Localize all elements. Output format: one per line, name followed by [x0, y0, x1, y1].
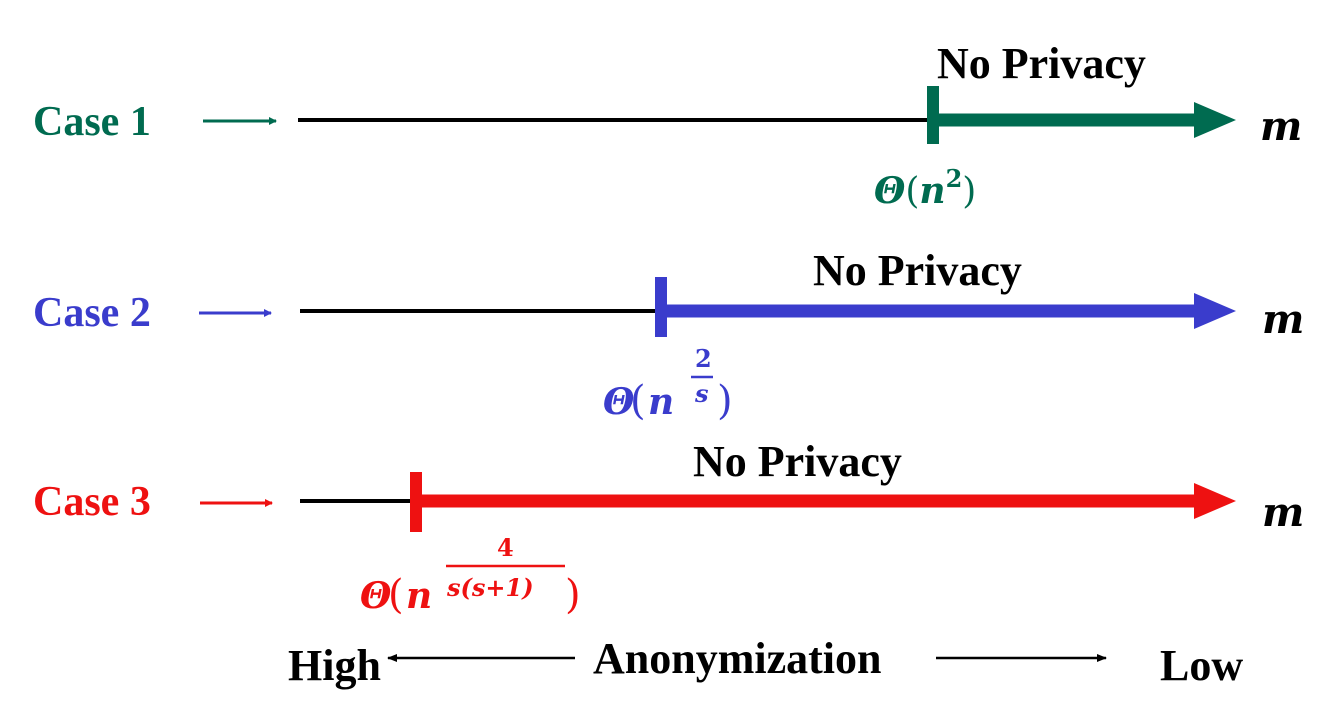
case-2-base: n	[648, 381, 674, 423]
case-1-close-paren: )	[962, 171, 976, 212]
case-3-label: Case 3	[33, 479, 151, 525]
case-1-no-privacy-label: No Privacy	[937, 39, 1146, 88]
scale-low-label: Low	[1160, 641, 1243, 690]
case-2-arrowhead	[1194, 293, 1236, 329]
case-3-axis-label: m	[1262, 489, 1304, 536]
case-3-threshold-formula: Θ ( n 4 s(s+1) )	[360, 533, 581, 618]
case-3-base: n	[406, 575, 432, 617]
case-2-exp-denominator: s	[694, 379, 709, 408]
case-1-threshold-formula: Θ(n2)	[874, 164, 976, 212]
case-3-row: Case 3 No Privacy m Θ ( n 4 s(s+1) )	[33, 437, 1304, 618]
case-3-exp-numerator: 4	[497, 533, 514, 562]
case-1-open-paren: (	[905, 171, 919, 212]
case-3-theta: Θ	[360, 575, 392, 617]
case-1-theta: Θ	[874, 170, 906, 212]
case-2-close-paren: )	[717, 378, 733, 424]
case-1-arrowhead	[1194, 102, 1236, 138]
case-2-axis-label: m	[1262, 296, 1304, 343]
case-3-threshold-tick	[410, 472, 422, 532]
case-3-no-privacy-label: No Privacy	[693, 437, 902, 486]
case-1-threshold-tick	[927, 86, 939, 144]
case-2-no-privacy-label: No Privacy	[813, 246, 1022, 295]
case-3-close-paren: )	[565, 572, 581, 618]
case-2-threshold-formula: Θ ( n 2 s )	[603, 344, 733, 424]
case-2-open-paren: (	[630, 378, 646, 424]
case-1-row: Case 1 No Privacy m Θ(n2)	[33, 39, 1302, 212]
case-2-threshold-tick	[655, 277, 667, 337]
case-1-base: n	[919, 170, 945, 212]
case-3-open-paren: (	[388, 572, 404, 618]
case-1-exponent: 2	[946, 164, 963, 193]
case-2-label: Case 2	[33, 290, 151, 336]
scale-high-label: High	[288, 641, 381, 690]
case-2-row: Case 2 No Privacy m Θ ( n 2 s )	[33, 246, 1304, 424]
case-2-exp-numerator: 2	[695, 344, 712, 373]
scale-title: Anonymization	[593, 634, 881, 683]
anonymization-scale: High Anonymization Low	[288, 634, 1243, 690]
case-3-arrowhead	[1194, 483, 1236, 519]
case-1-axis-label: m	[1260, 103, 1302, 150]
case-1-label: Case 1	[33, 99, 151, 145]
case-3-exp-denominator: s(s+1)	[446, 573, 534, 602]
case-2-theta: Θ	[603, 381, 635, 423]
